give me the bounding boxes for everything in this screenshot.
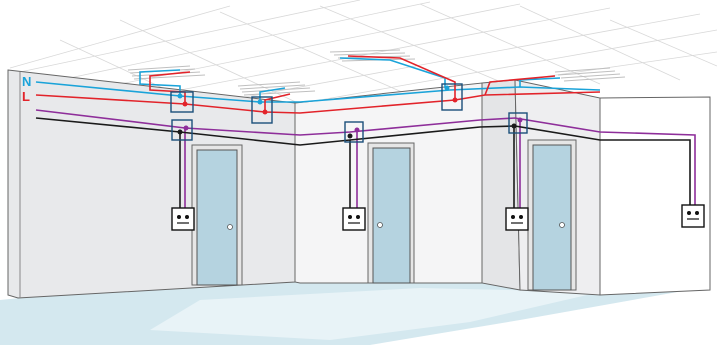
ceiling-grid <box>9 0 717 105</box>
door-right <box>527 139 577 291</box>
double-socket-icon <box>171 204 705 231</box>
door-left <box>191 144 243 286</box>
door-middle <box>367 142 415 284</box>
live-label: L <box>22 89 30 104</box>
floor-highlight <box>150 288 600 340</box>
switch-wire <box>35 109 696 208</box>
neutral-label: N <box>22 74 31 89</box>
earth-wire <box>35 117 691 208</box>
junction-box-icon <box>170 83 528 143</box>
wire-junction-dots <box>177 85 523 139</box>
right-wall-c <box>599 96 711 296</box>
